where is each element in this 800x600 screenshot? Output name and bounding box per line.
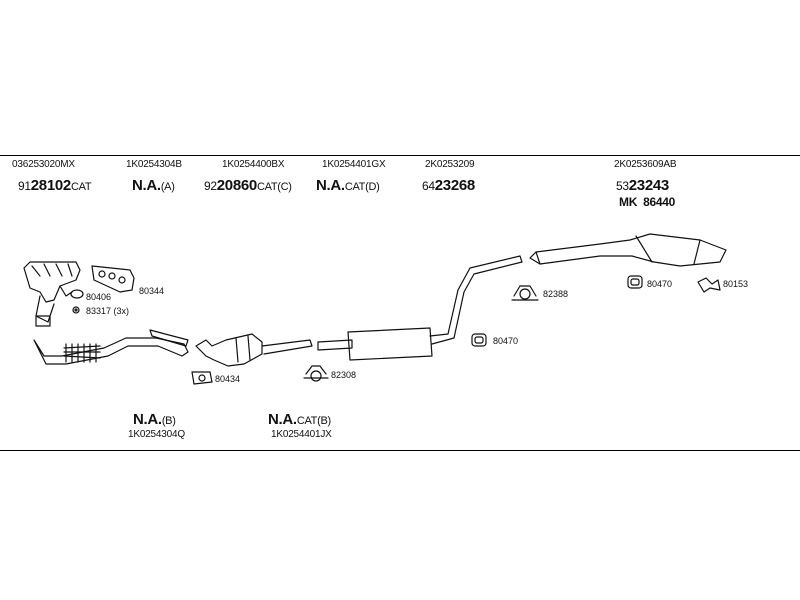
- price-code-4: N.A.CAT(D): [316, 177, 380, 194]
- gasket-80434: [191, 371, 213, 385]
- price-code-5: 6423268: [422, 177, 475, 194]
- price-code-6: 5323243: [616, 177, 669, 194]
- middle-silencer: [317, 255, 523, 361]
- bottom-divider-line: [0, 450, 800, 452]
- front-pipe: [33, 329, 189, 365]
- part-number-5: 2K0253209: [425, 159, 475, 170]
- gasket-80406: [70, 289, 84, 299]
- price-code-b2: N.A.CAT(B): [268, 411, 331, 428]
- bracket-80153: [697, 277, 721, 293]
- ref-80434: 80434: [215, 374, 241, 384]
- kit-code: MK 86440: [619, 195, 675, 209]
- ref-80470-rear: 80470: [647, 279, 673, 289]
- price-code-1: 9128102CAT: [18, 177, 92, 194]
- part-number-2: 1K0254304B: [126, 159, 182, 170]
- price-code-2: N.A.(A): [132, 177, 175, 194]
- part-number-1: 036253020MX: [12, 159, 75, 170]
- gasket-80344: [91, 265, 135, 293]
- ref-80153: 80153: [723, 279, 749, 289]
- rubber-hanger-80470-rear: [627, 275, 643, 289]
- ref-80344: 80344: [139, 286, 165, 296]
- ref-83317: 83317 (3x): [86, 306, 130, 316]
- price-code-3: 9220860CAT(C): [204, 177, 292, 194]
- clamp-82308: [303, 365, 329, 382]
- ref-82308: 82308: [331, 370, 357, 380]
- ref-80406: 80406: [86, 292, 112, 302]
- rubber-hanger-80470-mid: [471, 333, 487, 347]
- ref-80470-mid: 80470: [493, 336, 519, 346]
- clamp-82388: [511, 285, 539, 301]
- part-number-6: 2K0253609AB: [614, 159, 677, 170]
- top-divider-line: [0, 155, 800, 157]
- ref-82388: 82388: [543, 289, 569, 299]
- part-number-b1: 1K0254304Q: [128, 429, 185, 440]
- nut-83317: [72, 306, 80, 314]
- catalytic-converter: [195, 333, 313, 367]
- part-number-b2: 1K0254401JX: [271, 429, 332, 440]
- exhaust-manifold: [23, 261, 81, 327]
- part-number-3: 1K0254400BX: [222, 159, 285, 170]
- part-number-4: 1K0254401GX: [322, 159, 386, 170]
- price-code-b1: N.A.(B): [133, 411, 176, 428]
- rear-silencer: [529, 233, 727, 267]
